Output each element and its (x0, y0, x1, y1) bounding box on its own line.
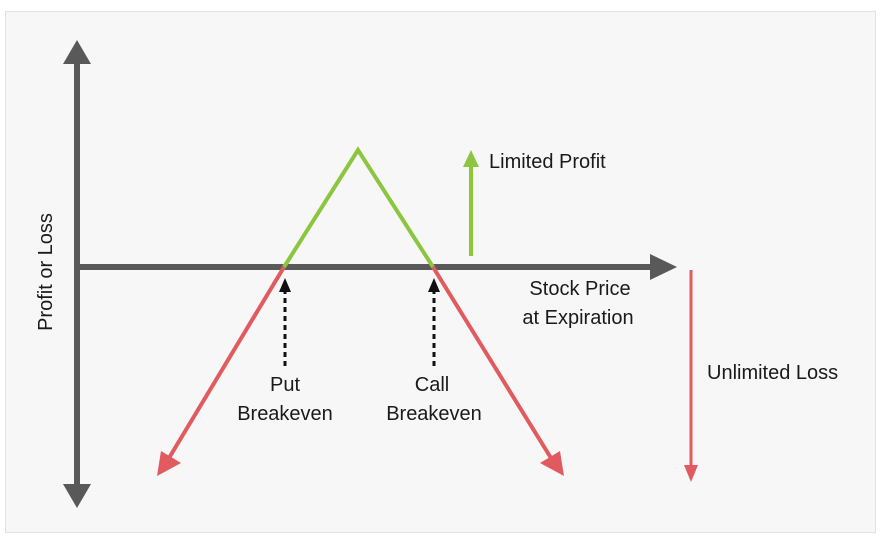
right-loss-arrowhead (540, 451, 564, 476)
right-loss-line (431, 265, 553, 460)
left-loss-line (167, 265, 286, 460)
diagram-frame (5, 11, 876, 533)
unlimited-loss-arrowhead (684, 465, 698, 482)
x-axis-label-line1: Stock Price (529, 278, 630, 300)
call-breakeven-label-line1: Call (415, 374, 449, 396)
left-loss-arrowhead (157, 451, 181, 476)
limited-profit-label: Limited Profit (489, 151, 606, 173)
y-axis-label: Profit or Loss (35, 213, 57, 331)
profit-payoff-line (282, 146, 435, 269)
x-axis-arrowhead (650, 254, 677, 280)
put-breakeven-arrowhead (279, 278, 291, 292)
x-axis-label-line2: at Expiration (522, 307, 633, 329)
limited-profit-arrowhead (463, 150, 479, 167)
put-breakeven-label-line1: Put (270, 374, 300, 396)
y-axis-down-arrowhead (63, 484, 91, 508)
call-breakeven-arrowhead (428, 278, 440, 292)
put-breakeven-label-line2: Breakeven (237, 403, 333, 425)
unlimited-loss-label: Unlimited Loss (707, 362, 838, 384)
y-axis-up-arrowhead (63, 40, 91, 64)
call-breakeven-label-line2: Breakeven (386, 403, 482, 425)
